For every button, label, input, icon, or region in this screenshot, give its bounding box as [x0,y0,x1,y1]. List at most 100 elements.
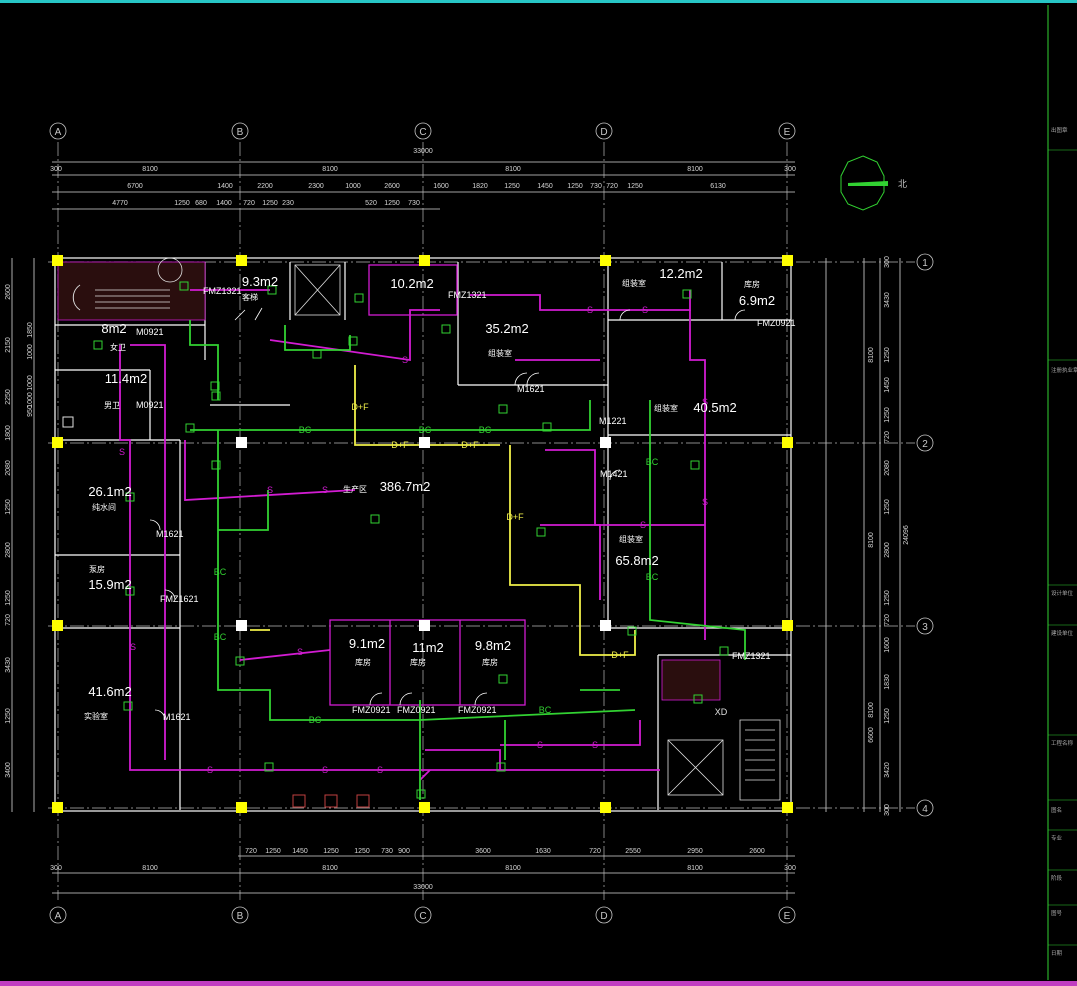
door-tag: FMZ0921 [397,705,436,715]
title-row: 建设单位 [1051,629,1074,637]
dim-right-r1: 720 [884,431,891,443]
duct-fresh-air[interactable] [250,365,636,656]
axis-bubbles-numbers: 1 2 3 4 [916,253,934,817]
dim-left: 2150 [5,337,12,353]
title-row: 图号 [1051,909,1063,917]
dim-right-r1: 2080 [884,460,891,476]
duct-return[interactable] [189,320,746,800]
room-name: 组装室 [619,534,643,544]
dim-left: 1250 [5,499,12,515]
label-xd: XD [715,707,728,717]
dim-top-r2: 2600 [384,183,400,190]
dim-top-r1: 8100 [505,166,521,173]
dim-top-r3: 1250 [384,200,400,207]
label-s: S [402,355,408,365]
label-bc: BC [214,567,227,577]
label-s: S [322,485,328,495]
label-s: S [377,765,383,775]
room-area: 41.6m2 [88,684,131,699]
columns [52,255,793,813]
room-name: 客梯 [242,292,258,302]
dim-left: 950 [27,405,34,417]
room-area: 11.4m2 [105,371,147,386]
title-row: 设计单位 [1051,589,1074,597]
dim-top-r2: 730 [590,183,602,190]
room-area: 40.5m2 [693,400,736,415]
room-name: 库房 [482,657,498,667]
label-s: S [642,305,648,315]
label-bc: BC [479,425,492,435]
dim-top-r2: 1600 [433,183,449,190]
label-s: S [267,485,273,495]
axis-letter-B: B [237,911,244,922]
dim-left: 1000 [27,375,34,391]
axis-number-4: 4 [922,804,928,815]
title-row: 出图章 [1051,126,1068,134]
dim-top-r2: 1000 [345,183,361,190]
dim-top-r2: 1250 [627,183,643,190]
title-row: 专业 [1051,834,1063,842]
dim-bot-r1: 2600 [749,848,765,855]
dim-left: 1000 [27,392,34,408]
axis-letter-D: D [600,127,607,138]
dim-top-r1: 8100 [322,166,338,173]
door-swings [149,307,746,721]
dim-top-r2: 1400 [217,183,233,190]
door-tag: FMZ0921 [757,318,796,328]
title-row: 日期 [1051,950,1063,957]
dim-bot-r1: 1250 [265,848,281,855]
axis-letter-D: D [600,911,607,922]
room-area: 12.2m2 [659,266,702,281]
dim-left: 1250 [5,708,12,724]
label-s: S [297,647,303,657]
room-area: 35.2m2 [485,321,528,336]
dim-left: 2800 [5,542,12,558]
room-name: 库房 [410,657,426,667]
room-area: 65.8m2 [615,553,658,568]
dim-top-r1: 300 [784,166,796,173]
dim-right-r1: 1250 [884,407,891,423]
label-bc: BC [309,715,322,725]
axis-letter-E: E [784,127,791,138]
dim-bot-r1: 3600 [475,848,491,855]
room-name: 纯水间 [92,502,116,512]
diffusers[interactable] [62,281,729,799]
label-bc: BC [214,632,227,642]
room-area: 9.8m2 [475,638,511,653]
north-arrow[interactable]: 北 [840,155,907,211]
dim-top-r1: 8100 [142,166,158,173]
dim-right-r1: 1450 [884,377,891,393]
dim-top-r2: 1450 [537,183,553,190]
door-tag: M1421 [600,469,628,479]
dim-top-r2: 6130 [710,183,726,190]
dim-bot-r2: 300 [784,865,796,872]
label-bc: BC [419,425,432,435]
dim-right-r1: 3430 [884,292,891,308]
dim-right-r1: 1250 [884,590,891,606]
dim-bot-r1: 720 [589,848,601,855]
room-area: 26.1m2 [88,484,131,499]
dim-left: 1250 [5,590,12,606]
dim-bot-r2: 8100 [142,865,158,872]
dim-top-r3: 1400 [216,200,232,207]
dim-bot-total: 33000 [413,884,433,891]
door-tag: FMZ0921 [352,705,391,715]
window-frame-top [0,0,1077,3]
dim-top-r3: 1250 [262,200,278,207]
dim-left: 2600 [5,284,12,300]
dim-top-r3: 730 [408,200,420,207]
label-s: S [640,520,646,530]
label-df: D+F [506,512,524,522]
window-frame-bottom [0,981,1077,986]
room-labels: 9.3m2 客梯 10.2m2 12.2m2 组装室 6.9m2 库房 8m2 … [84,266,775,721]
dim-right-r1: 300 [884,804,891,816]
cad-floor-plan[interactable]: 33000 300 8100 8100 8100 8100 300 6700 1… [0,3,1077,981]
door-tag: FMZ1621 [160,594,199,604]
door-tag: M1621 [156,529,184,539]
room-name: 库房 [355,657,371,667]
room-area: 386.7m2 [380,479,431,494]
axis-number-3: 3 [922,622,928,633]
label-s: S [322,765,328,775]
dim-top-r3: 4770 [112,200,128,207]
label-df: D+F [391,440,409,450]
